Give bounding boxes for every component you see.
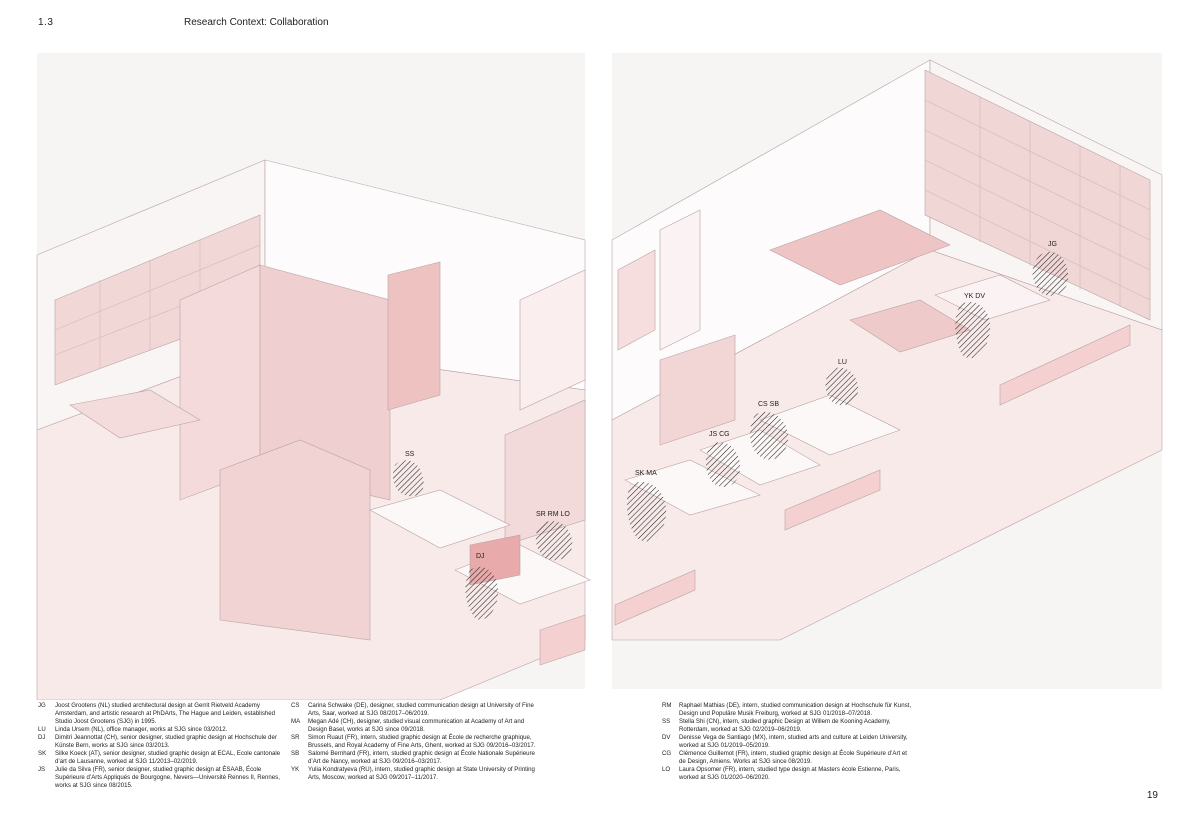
section-number: 1.3 <box>38 17 54 28</box>
label-jg: JG <box>1048 241 1057 248</box>
legend-code: SK <box>38 750 47 757</box>
left-room <box>36 53 591 700</box>
legend-entry: YK Yulia Kondratyeva (RU), intern, studie… <box>291 766 543 782</box>
page-number: 19 <box>1146 790 1158 801</box>
page-title: Research Context: Collaboration <box>184 17 329 28</box>
label-lu: LU <box>838 359 847 366</box>
legend-column-2: CS Carina Schwake (DE), designer, studied… <box>291 702 543 782</box>
legend-code: MA <box>291 718 301 725</box>
legend-code: DV <box>662 734 671 741</box>
legend-text: Denisse Vega de Santiago (MX), intern, s… <box>679 734 908 749</box>
legend-column-1: JG Joost Grootens (NL) studied architectu… <box>38 702 290 790</box>
label-cs-sb: CS SB <box>758 401 779 408</box>
label-sr-rm-lo: SR RM LO <box>536 511 570 518</box>
hatched-figures <box>393 251 1069 620</box>
legend-text: Raphael Mathias (DE), intern, studied co… <box>679 702 912 717</box>
legend-text: Megan Adé (CH), designer, studied visual… <box>308 718 525 733</box>
label-ss: SS <box>405 451 415 458</box>
legend-text: Laura Opsomer (FR), intern, studied type… <box>679 766 901 781</box>
legend-entry: DV Denisse Vega de Santiago (MX), intern,… <box>662 734 914 750</box>
legend-code: SS <box>662 718 671 725</box>
legend-entry: SS Stella Shi (CN), intern, studied graph… <box>662 718 914 734</box>
legend-text: Joost Grootens (NL) studied architectura… <box>55 702 276 725</box>
legend-text: Carina Schwake (DE), designer, studied c… <box>308 702 534 717</box>
legend-entry: LO Laura Opsomer (FR), intern, studied ty… <box>662 766 914 782</box>
isometric-office-illustration: SS SR RM LO DJ JG YK DV LU CS SB JS CG S… <box>36 53 1163 700</box>
legend-text: Stella Shi (CN), intern, studied graphic… <box>679 718 891 733</box>
legend-code: RM <box>662 702 672 709</box>
legend-code: CS <box>291 702 300 709</box>
legend-code: SB <box>291 750 300 757</box>
legend-entry: RM Raphael Mathias (DE), intern, studied … <box>662 702 914 718</box>
legend-code: CG <box>662 750 672 757</box>
legend-entry: SR Simon Ruaut (FR), intern, studied grap… <box>291 734 543 750</box>
legend-text: Salomé Bernhard (FR), intern, studied gr… <box>308 750 535 765</box>
legend-text: Dimitri Jeannottat (CH), senior designer… <box>55 734 277 749</box>
legend-entry: SK Silke Koeck (AT), senior designer, stu… <box>38 750 290 766</box>
legend-entry: MA Megan Adé (CH), designer, studied visu… <box>291 718 543 734</box>
legend-code: SR <box>291 734 300 741</box>
label-dj: DJ <box>476 553 485 560</box>
legend-text: Clémence Guillemot (FR), intern, studied… <box>679 750 907 765</box>
label-sk-ma: SK MA <box>635 470 657 477</box>
legend-entry: SB Salomé Bernhard (FR), intern, studied … <box>291 750 543 766</box>
legend-text: Simon Ruaut (FR), intern, studied graphi… <box>308 734 536 749</box>
legend-entry: CG Clémence Guillemot (FR), intern, studi… <box>662 750 914 766</box>
legend-entry: DJ Dimitri Jeannottat (CH), senior design… <box>38 734 290 750</box>
legend-entry: JG Joost Grootens (NL) studied architectu… <box>38 702 290 726</box>
legend-column-3: RM Raphael Mathias (DE), intern, studied … <box>662 702 914 782</box>
legend-text: Julie da Silva (FR), senior designer, st… <box>55 766 280 789</box>
legend-text: Silke Koeck (AT), senior designer, studi… <box>55 750 281 765</box>
legend-code: LO <box>662 766 671 773</box>
legend-entry: CS Carina Schwake (DE), designer, studied… <box>291 702 543 718</box>
legend-entry: LU Linda Ursem (NL), office manager, work… <box>38 726 290 734</box>
legend-code: YK <box>291 766 300 773</box>
label-yk-dv: YK DV <box>964 293 985 300</box>
legend-entry: JS Julie da Silva (FR), senior designer, … <box>38 766 290 790</box>
legend-code: DJ <box>38 734 46 741</box>
legend-code: LU <box>38 726 46 733</box>
right-room <box>611 53 1163 689</box>
label-js-cg: JS CG <box>709 431 730 438</box>
legend-text: Linda Ursem (NL), office manager, works … <box>55 726 228 733</box>
legend-text: Yulia Kondratyeva (RU), intern, studied … <box>308 766 535 781</box>
legend-code: JS <box>38 766 46 773</box>
legend-code: JG <box>38 702 46 709</box>
